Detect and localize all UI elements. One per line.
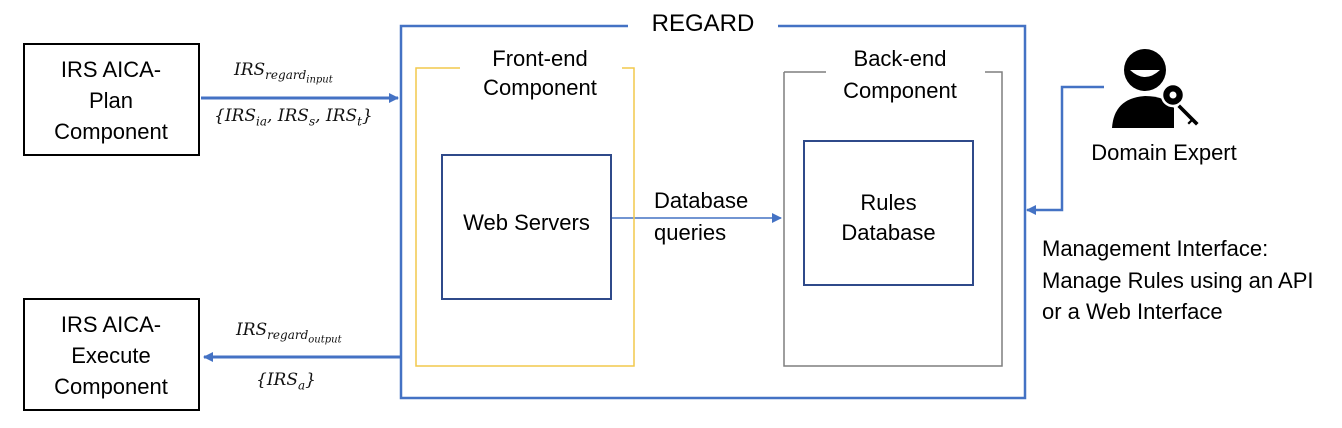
management-arrow	[1026, 85, 1104, 215]
web-servers-box: Web Servers	[441, 154, 612, 300]
management-line-2: Manage Rules using an API	[1042, 268, 1314, 293]
back-end-line-2: Component	[843, 78, 957, 103]
input-set-label: {IRSia, IRSs, IRSt}	[214, 106, 373, 129]
rules-database-box: Rules Database	[803, 140, 974, 286]
execute-line-2: Execute	[71, 343, 151, 368]
regard-title: REGARD	[651, 10, 755, 37]
management-line-3: or a Web Interface	[1042, 299, 1223, 324]
plan-component-box: IRS AICA- Plan Component	[23, 43, 200, 156]
front-end-line-1: Front-end	[492, 46, 588, 71]
db-queries-line-1: Database	[654, 188, 749, 213]
execute-line-3: Component	[54, 374, 168, 399]
management-line-1: Management Interface:	[1042, 236, 1269, 261]
plan-line-2: Plan	[88, 88, 134, 113]
rules-db-line-2: Database	[841, 220, 936, 245]
output-arrow-label: IRSregardoutput	[236, 320, 342, 346]
web-servers-label: Web Servers	[463, 210, 590, 235]
output-set-label: {IRSa}	[256, 370, 316, 393]
user-key-icon	[1112, 49, 1202, 129]
input-arrow-label: IRSregardinput	[234, 60, 333, 86]
rules-db-line-1: Rules	[860, 190, 917, 215]
execute-component-box: IRS AICA- Execute Component	[23, 298, 200, 411]
plan-line-1: IRS AICA-	[60, 57, 162, 82]
db-queries-line-2: queries	[654, 220, 727, 245]
domain-expert-label: Domain Expert	[1091, 140, 1237, 165]
front-end-line-2: Component	[483, 75, 597, 100]
plan-line-3: Component	[54, 119, 168, 144]
execute-line-1: IRS AICA-	[60, 312, 162, 337]
back-end-line-1: Back-end	[853, 46, 947, 71]
